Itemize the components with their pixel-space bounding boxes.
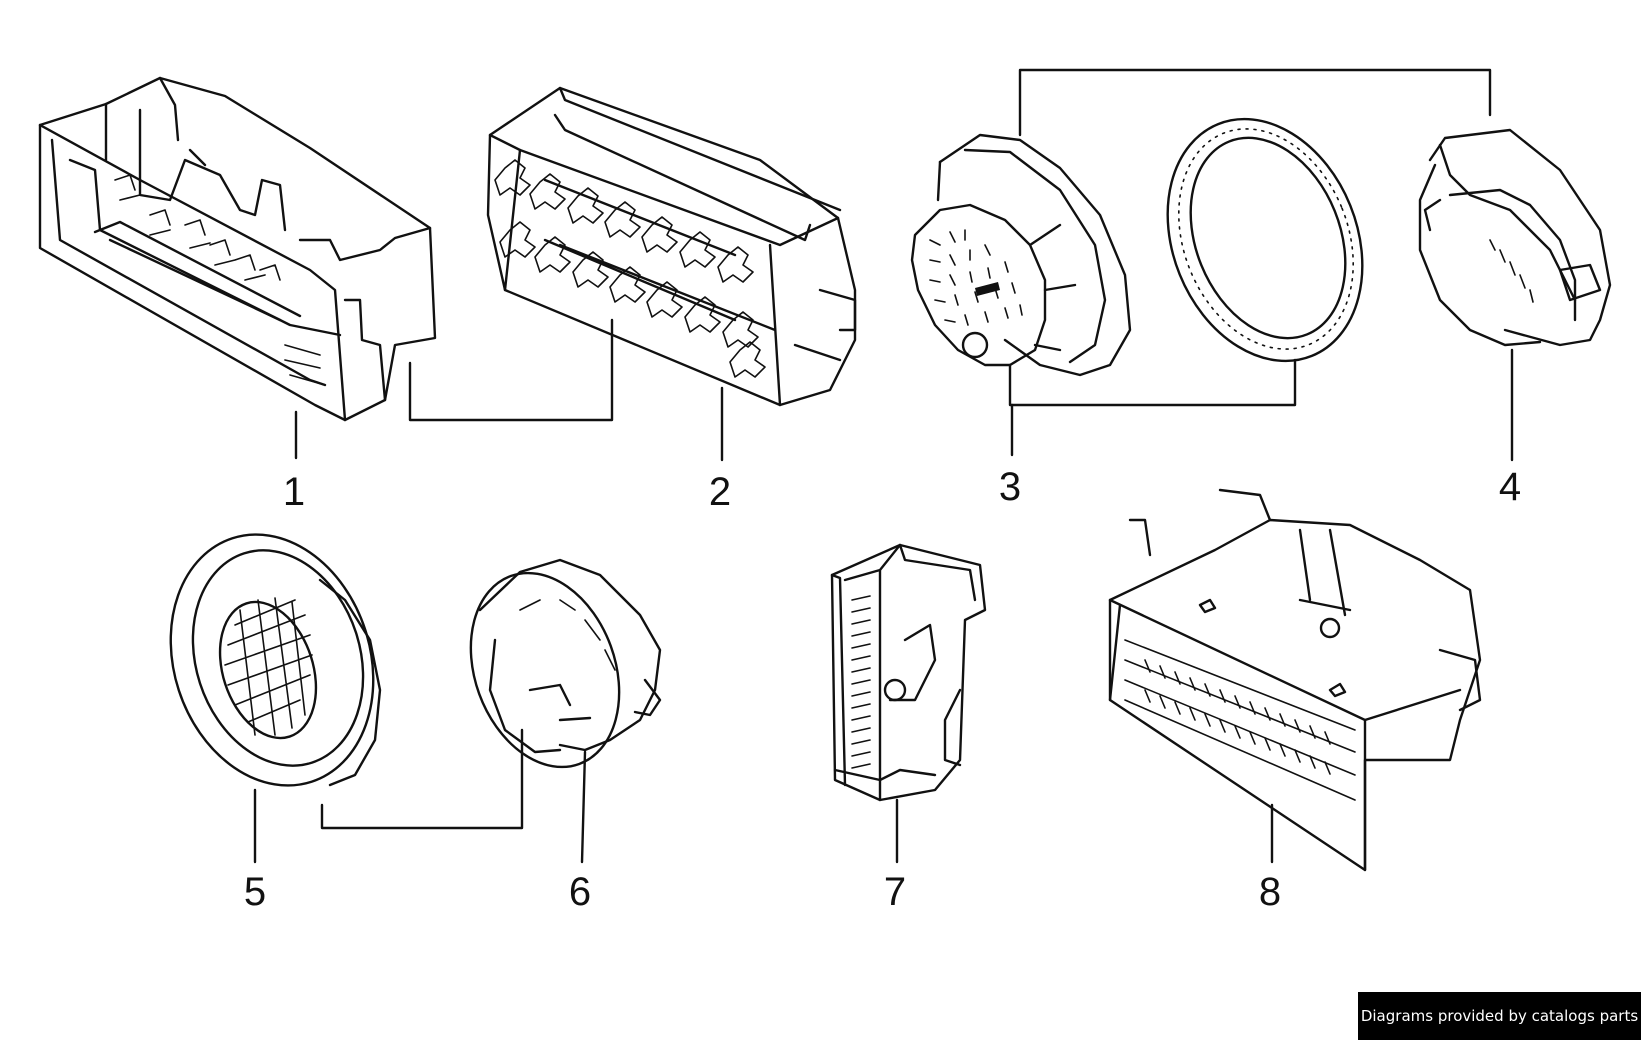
part-2-terminal-housing: 2 <box>486 86 857 514</box>
part-7-vertical-connector: 7 <box>830 543 987 914</box>
diagram-credit-badge: Diagrams provided by catalogs parts <box>1358 992 1641 1040</box>
callout-6: 6 <box>569 870 591 914</box>
part-5-round-cap: 5 <box>169 533 382 914</box>
callout-1: 1 <box>283 470 305 514</box>
callout-5: 5 <box>244 870 266 914</box>
part-4-bayonet-ring: 4 <box>1418 128 1612 509</box>
callout-2: 2 <box>709 470 731 514</box>
part-1-connector-housing: 1 <box>38 76 437 514</box>
leader-line-5-6 <box>320 728 524 830</box>
part-8-multipin-connector: 8 <box>1108 488 1482 914</box>
leader-line-1-2 <box>408 318 614 422</box>
callout-4: 4 <box>1499 465 1521 509</box>
callout-8: 8 <box>1259 870 1281 914</box>
callout-7: 7 <box>884 870 906 914</box>
part-3-round-connector: 3 <box>910 68 1492 509</box>
callout-3: 3 <box>999 465 1021 509</box>
part-6-bayonet-ring: 6 <box>469 558 662 914</box>
